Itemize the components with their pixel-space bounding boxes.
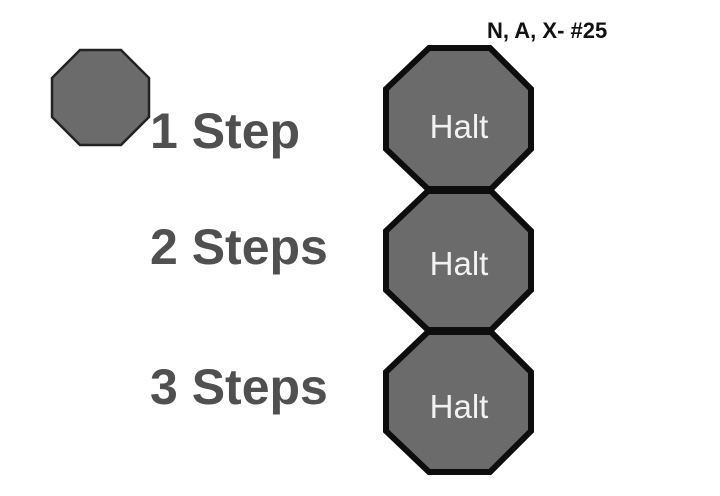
step-label-3: 3 Steps bbox=[150, 359, 328, 415]
halt-sign-text-3: Halt bbox=[429, 388, 489, 425]
halt-sign-octagon-3 bbox=[383, 328, 534, 475]
halt-sign-text-1: Halt bbox=[429, 108, 489, 145]
stop-octagon-icon bbox=[50, 48, 151, 147]
figure-code-label: N, A, X- #25 bbox=[487, 18, 608, 43]
step-label-1: 1 Step bbox=[150, 103, 301, 159]
step-label-2: 2 Steps bbox=[150, 219, 328, 275]
halt-sign-text-2: Halt bbox=[429, 245, 489, 282]
